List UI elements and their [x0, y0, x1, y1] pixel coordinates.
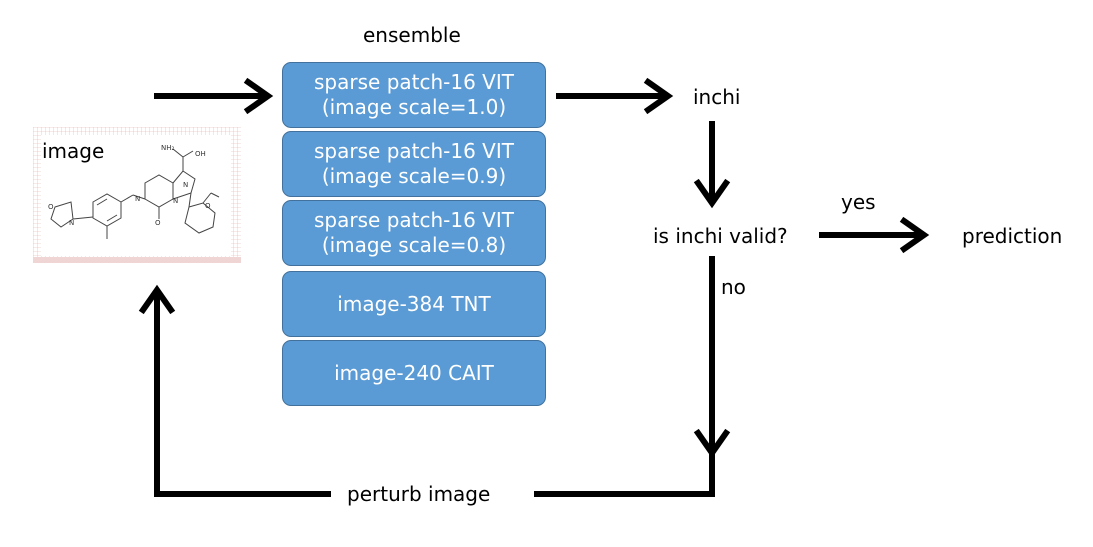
atom-label-o2: O — [155, 219, 161, 227]
atom-label-n1: N — [69, 219, 74, 227]
arrow-no-down — [693, 256, 731, 497]
model-name: image-384 TNT — [337, 291, 491, 316]
arrow-ensemble-to-inchi — [556, 77, 674, 115]
atom-label-o1: O — [48, 203, 54, 211]
atom-label-n3: N — [183, 181, 188, 189]
model-box-vit-scale-0-9: sparse patch-16 VIT (image scale=0.9) — [282, 131, 546, 197]
model-box-cait: image-240 CAIT — [282, 340, 546, 406]
model-scale: (image scale=1.0) — [321, 95, 507, 119]
model-box-vit-scale-0-8: sparse patch-16 VIT (image scale=0.8) — [282, 200, 546, 266]
molecule-image: NH₂ OH N N N N O O O — [33, 127, 241, 263]
arrow-loop-back — [138, 284, 715, 497]
model-name: image-240 CAIT — [334, 360, 494, 385]
model-box-tnt: image-384 TNT — [282, 271, 546, 337]
arrow-yes-to-prediction — [819, 216, 930, 254]
model-box-vit-scale-1-0: sparse patch-16 VIT (image scale=1.0) — [282, 62, 546, 128]
ensemble-label: ensemble — [363, 23, 461, 47]
model-scale: (image scale=0.8) — [321, 233, 507, 257]
no-label: no — [721, 275, 746, 299]
inchi-label: inchi — [693, 85, 741, 109]
yes-label: yes — [841, 190, 876, 214]
model-scale: (image scale=0.9) — [321, 164, 507, 188]
model-name: sparse patch-16 VIT — [314, 208, 514, 232]
model-name: sparse patch-16 VIT — [314, 139, 514, 163]
perturb-image-label: perturb image — [347, 482, 491, 506]
atom-label-nh2: NH₂ — [161, 144, 175, 152]
image-label: image — [42, 139, 105, 163]
arrow-inchi-to-check — [693, 121, 731, 209]
atom-label-n4: N — [173, 197, 178, 205]
inchi-valid-question: is inchi valid? — [653, 224, 788, 248]
atom-label-o3: O — [205, 202, 211, 210]
atom-label-oh: OH — [195, 150, 206, 158]
arrow-image-to-ensemble — [154, 77, 274, 115]
model-name: sparse patch-16 VIT — [314, 70, 514, 94]
atom-label-n2: N — [135, 195, 140, 203]
prediction-label: prediction — [962, 224, 1063, 248]
